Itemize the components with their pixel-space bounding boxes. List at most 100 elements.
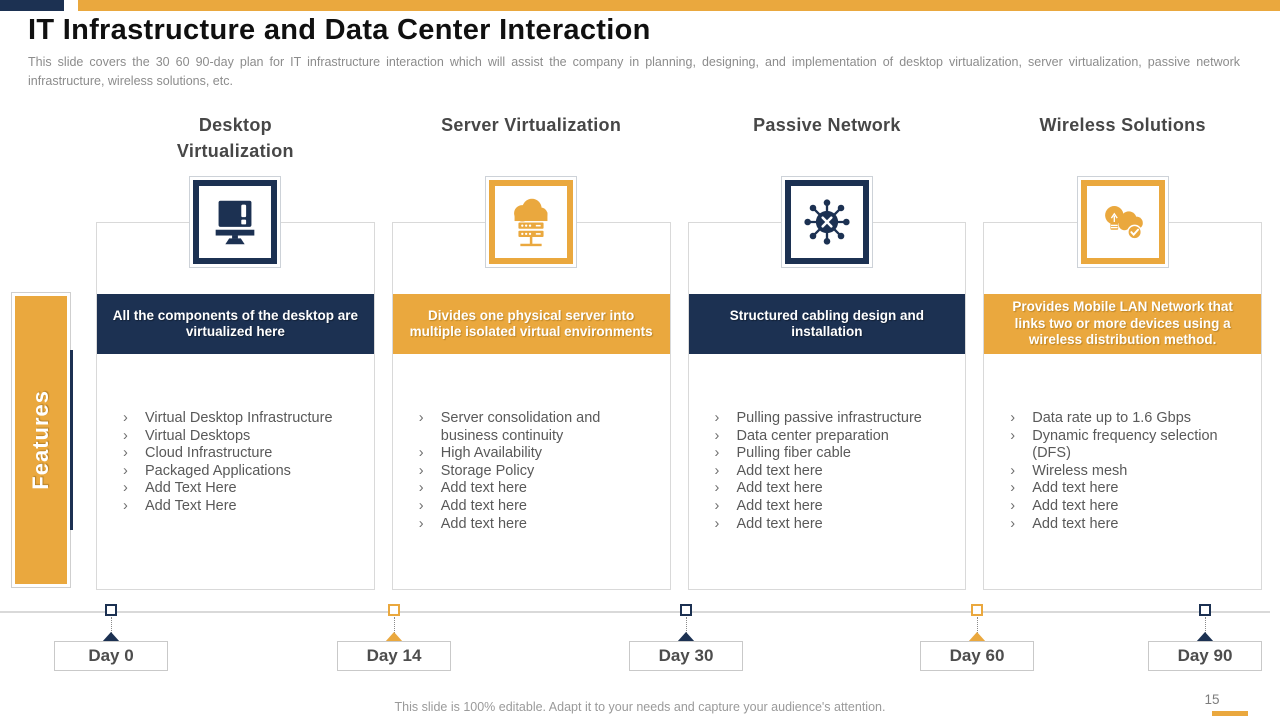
feature-item: › Wireless mesh — [1010, 463, 1251, 481]
day-label-box: Day 14 — [337, 641, 451, 671]
bullet-chevron-icon: › — [1010, 462, 1016, 479]
milestone-triangle-icon — [102, 632, 120, 642]
features-accent-line — [70, 350, 73, 530]
column-title: Wireless Solutions — [1039, 115, 1206, 135]
feature-item: ›Add text here — [419, 516, 660, 534]
feature-item: ›Add text here — [1010, 498, 1251, 516]
feature-item-text: Add Text Here — [145, 480, 237, 497]
feature-card: Provides Mobile LAN Network that links t… — [983, 222, 1262, 590]
bullet-chevron-icon: › — [1010, 427, 1016, 444]
feature-item-text: Virtual Desktop Infrastructure — [145, 410, 333, 426]
description-banner: Provides Mobile LAN Network that links t… — [984, 294, 1261, 354]
bullet-chevron-icon: › — [418, 445, 424, 462]
column-title: Desktop Virtualization — [176, 115, 294, 161]
feature-list: › Server consolidation and business conti… — [393, 410, 670, 533]
feature-item: ›Add text here — [715, 480, 956, 498]
bullet-chevron-icon: › — [714, 515, 720, 532]
milestone-day-30: Day 30 — [629, 604, 743, 674]
bullet-chevron-icon: › — [123, 462, 128, 479]
feature-item-text: Add text here — [736, 497, 823, 514]
day-label-box: Day 90 — [1148, 641, 1262, 671]
feature-card: Structured cabling design and installati… — [687, 222, 967, 590]
bullet-chevron-icon: › — [123, 410, 128, 426]
feature-item-text: Data center preparation — [736, 427, 889, 444]
feature-item-text: Add text here — [440, 480, 527, 497]
feature-item-text: Dynamic frequency selection (DFS) — [1032, 427, 1218, 462]
feature-item-text: High Availability — [440, 445, 543, 462]
feature-item: › Virtual Desktop Infrastructure — [123, 410, 364, 428]
day-label-box: Day 0 — [54, 641, 168, 671]
bullet-chevron-icon: › — [1010, 497, 1016, 514]
feature-item: › Packaged Applications — [123, 463, 364, 481]
network-hub-icon — [780, 176, 873, 268]
day-label-box: Day 30 — [629, 641, 743, 671]
feature-item-text: Server consolidation and business contin… — [440, 410, 601, 444]
page-title: IT Infrastructure and Data Center Intera… — [28, 14, 651, 46]
feature-item-text: Add Text Here — [145, 497, 237, 514]
feature-item: › Storage Policy — [419, 463, 660, 481]
feature-item: › High Availability — [419, 445, 660, 463]
feature-item-text: Add text here — [440, 515, 527, 532]
column-server-virtualization: Server Virtualization — [391, 112, 671, 590]
feature-item-text: Add text here — [1032, 480, 1119, 497]
column-desktop-virtualization: Desktop Virtualization — [96, 112, 375, 590]
slide-subtitle: This slide covers the 30 60 90-day plan … — [28, 55, 1240, 88]
feature-item: › Add text here — [1010, 480, 1251, 498]
feature-item-text: Packaged Applications — [145, 462, 291, 479]
feature-item-text: Virtual Desktops — [145, 427, 251, 444]
feature-item-text: Add text here — [440, 497, 527, 514]
milestone-day-14: Day 14 — [337, 604, 451, 674]
feature-item-text: Add text here — [1032, 515, 1119, 532]
feature-item: ›Data center preparation — [715, 428, 956, 446]
feature-item: › Add text here — [419, 498, 660, 516]
bullet-chevron-icon: › — [714, 410, 720, 426]
bullet-chevron-icon: › — [714, 462, 720, 479]
page-number-accent-bar — [1212, 711, 1248, 716]
bullet-chevron-icon: › — [418, 497, 424, 514]
feature-item-text: Add text here — [736, 462, 823, 479]
feature-item: ›Add Text Here — [123, 498, 364, 516]
bullet-chevron-icon: › — [1010, 410, 1016, 426]
milestone-triangle-icon — [968, 632, 986, 642]
milestone-square-marker — [680, 604, 692, 616]
feature-item: ›Pulling fiber cable — [715, 445, 956, 463]
milestone-dotted-connector — [111, 617, 112, 637]
bullet-chevron-icon: › — [123, 480, 128, 497]
milestone-day-90: Day 90 — [1148, 604, 1262, 674]
milestone-day-60: Day 60 — [920, 604, 1034, 674]
milestone-dotted-connector — [1205, 617, 1206, 637]
feature-list: › Virtual Desktop Infrastructure › Virtual … — [97, 410, 374, 516]
description-banner: All the components of the desktop are vi… — [97, 294, 374, 354]
milestone-dotted-connector — [394, 617, 395, 637]
bullet-chevron-icon: › — [123, 427, 128, 444]
feature-item-text: Data rate up to 1.6 Gbps — [1032, 410, 1192, 426]
milestone-square-marker — [105, 604, 117, 616]
bullet-chevron-icon: › — [418, 462, 424, 479]
description-banner: Structured cabling design and installati… — [688, 294, 966, 354]
column-wireless-solutions: Wireless Solutions — [983, 112, 1262, 590]
feature-item-text: Cloud Infrastructure — [145, 445, 273, 462]
top-accent-bar-navy — [0, 0, 64, 11]
milestone-day-0: Day 0 — [54, 604, 168, 674]
day-label-box: Day 60 — [920, 641, 1034, 671]
feature-item: › Add text here — [715, 463, 956, 481]
column-title: Server Virtualization — [441, 115, 622, 135]
milestone-triangle-icon — [385, 632, 403, 642]
bullet-chevron-icon: › — [418, 480, 424, 497]
page-number: 15 — [1204, 692, 1220, 707]
feature-item-text: Add text here — [736, 480, 823, 497]
feature-item-text: Wireless mesh — [1032, 462, 1128, 479]
bullet-chevron-icon: › — [714, 445, 720, 462]
milestone-triangle-icon — [1196, 632, 1214, 642]
feature-item-text: Storage Policy — [440, 462, 535, 479]
feature-card: All the components of the desktop are vi… — [96, 222, 375, 590]
features-tag-fill: Features — [15, 296, 67, 584]
features-label: Features — [28, 390, 53, 490]
milestone-dotted-connector — [686, 617, 687, 637]
milestone-dotted-connector — [977, 617, 978, 637]
cloud-server-icon — [485, 176, 578, 268]
bullet-chevron-icon: › — [1010, 480, 1016, 497]
bullet-chevron-icon: › — [1010, 515, 1016, 532]
feature-item: › Add text here — [1010, 516, 1251, 534]
